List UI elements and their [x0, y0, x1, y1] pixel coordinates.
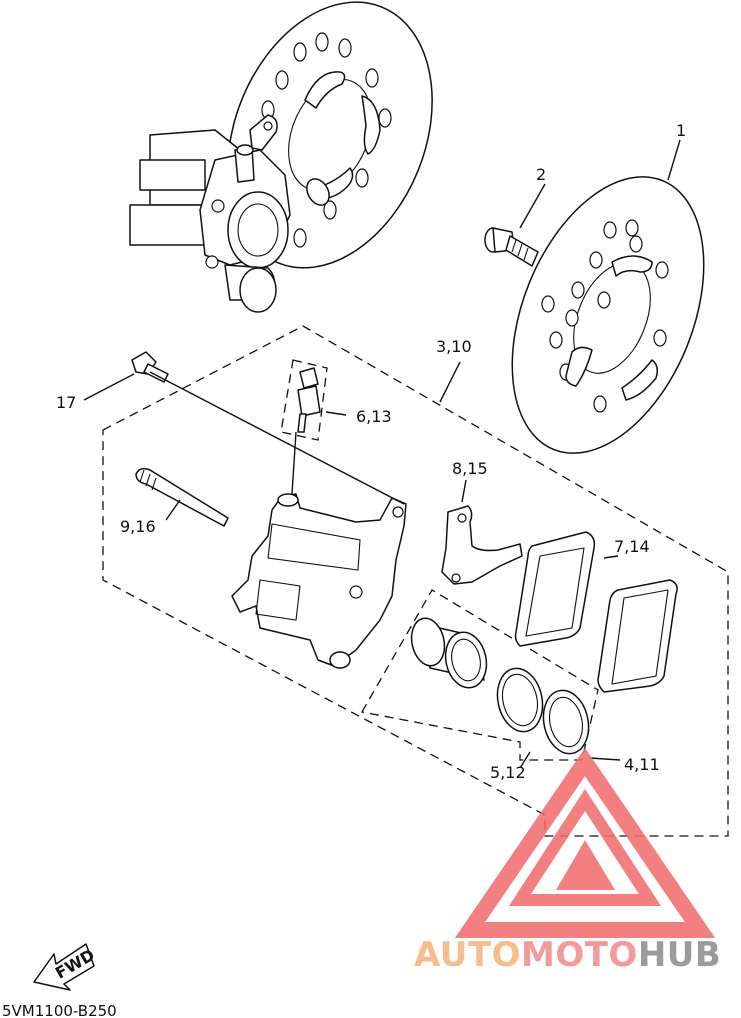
brake-pads-part	[514, 531, 678, 693]
fwd-arrow: FWD	[33, 943, 98, 991]
brake-disc-part	[511, 176, 705, 454]
callout-3-10: 3,10	[436, 337, 472, 356]
watermark-part-auto: AUTO	[414, 935, 521, 975]
callout-labels: 1 2 3,10 4,11 5,12 6,13 7,14 8,15 9,16 1…	[56, 121, 686, 782]
callout-6-13: 6,13	[356, 407, 392, 426]
caliper-body-part	[231, 493, 407, 669]
callout-8-15: 8,15	[452, 459, 488, 478]
watermark-part-moto: MOTO	[521, 935, 638, 975]
watermark-wordmark: AUTOMOTOHUB	[414, 935, 721, 975]
drawing-code: 5VM1100-B250	[2, 1002, 117, 1018]
piston-seal-part	[496, 667, 544, 733]
callout-4-11: 4,11	[624, 755, 660, 774]
callout-7-14: 7,14	[614, 537, 650, 556]
watermark-triangle-logo	[454, 747, 716, 938]
disc-bolt-part	[484, 227, 539, 267]
callout-9-16: 9,16	[120, 517, 156, 536]
bleed-screw-part	[297, 367, 321, 433]
dust-seal-part	[542, 689, 590, 755]
pad-support-plate-part	[441, 505, 523, 585]
slide-pin-part	[135, 467, 229, 527]
callout-5-12: 5,12	[490, 763, 526, 782]
automotohub-watermark: AUTOMOTOHUB	[414, 747, 721, 975]
callout-17: 17	[56, 393, 76, 412]
callout-1: 1	[676, 121, 686, 140]
caliper-piston-part	[410, 617, 488, 689]
mounting-bolt-part	[131, 351, 169, 383]
bleed-screw-group-outline	[280, 359, 328, 441]
leader-lines	[83, 139, 681, 769]
watermark-part-hub: HUB	[638, 935, 721, 975]
assembled-brake-illustration	[129, 1, 433, 313]
callout-2: 2	[536, 165, 546, 184]
